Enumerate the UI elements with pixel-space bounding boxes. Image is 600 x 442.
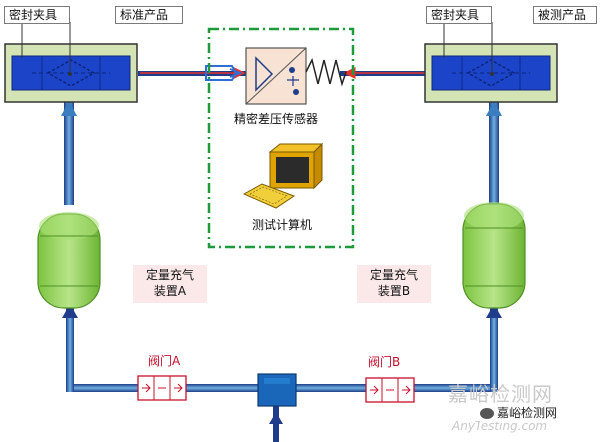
pipe-right-upper [489, 100, 499, 205]
watermark-badge: 嘉峪检测网 [480, 404, 558, 422]
valve-b [365, 377, 415, 403]
arrow-up-left [62, 304, 78, 318]
pipe-left-upper [64, 100, 74, 205]
left-fixture-callout-text: 密封夹具 [9, 8, 58, 22]
left-product-outline [46, 59, 96, 87]
charger-b-line1: 定量充气 [369, 268, 418, 282]
sensor-label: 精密差压传感器 [234, 112, 319, 126]
charger-a-label: 定量充气 装置A [133, 265, 207, 303]
left-product-callout-text: 标准产品 [120, 8, 169, 22]
charger-a-line1: 定量充气 [145, 268, 194, 282]
watermark-main: 嘉峪检测网 [448, 382, 553, 406]
left-fixture-callout: 密封夹具 [4, 6, 70, 24]
pipe-left-lower [66, 306, 74, 392]
inlet-arrow [269, 412, 283, 424]
blue-arrow-right [229, 68, 243, 78]
wechat-icon [480, 407, 494, 419]
computer-icon [242, 142, 324, 209]
right-product-outline [466, 59, 516, 87]
watermark-sub: AnyTesting.com [452, 419, 548, 433]
charger-b-tank [462, 202, 526, 309]
arrow-up-right [486, 304, 502, 318]
charger-a-line2: 装置A [153, 284, 187, 298]
computer-label: 测试计算机 [252, 218, 313, 232]
blue-arrow-left [205, 65, 238, 81]
left-product-callout: 标准产品 [115, 6, 183, 24]
sensor-spring [305, 57, 347, 87]
right-product-callout: 被测产品 [533, 6, 597, 24]
pipe-right-lower [490, 306, 498, 392]
charger-b-label: 定量充气 装置B [357, 265, 431, 303]
right-fixture-callout: 密封夹具 [426, 6, 492, 24]
valve-a [137, 375, 187, 401]
sensor-computer-group [207, 27, 355, 249]
watermark-badge-text: 嘉峪检测网 [497, 406, 558, 420]
valve-b-label: 阀门B [368, 355, 401, 369]
charger-b-line2: 装置B [377, 284, 411, 298]
arrow-up-left-upper [61, 101, 77, 116]
right-fixture-callout-text: 密封夹具 [431, 8, 480, 22]
arrow-up-right-upper [486, 101, 502, 116]
charger-a-tank [37, 212, 101, 309]
valve-a-label: 阀门A [148, 354, 181, 368]
right-product-callout-text: 被测产品 [538, 8, 587, 22]
